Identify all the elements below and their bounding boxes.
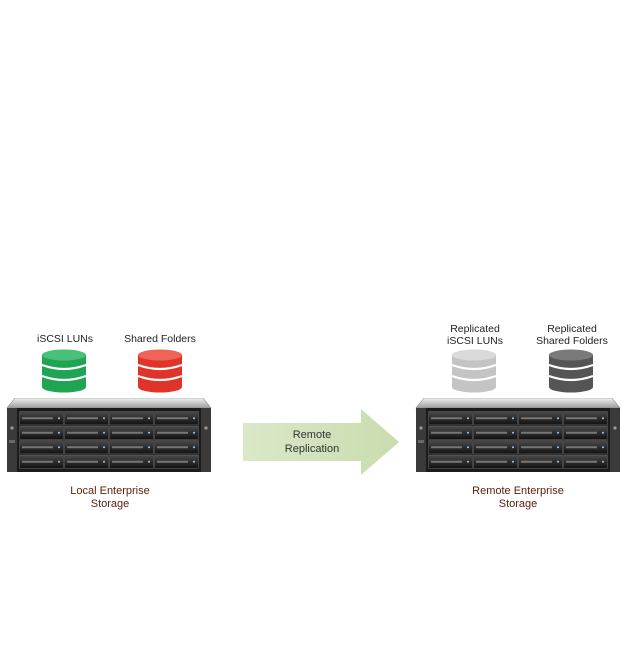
local-db2-label: Shared Folders	[124, 333, 196, 345]
database-icon-green	[41, 349, 87, 393]
server-icon	[6, 398, 212, 472]
remote-db2-label-line2: Shared Folders	[536, 335, 608, 347]
remote-db1-label-line2: iSCSI LUNs	[446, 335, 503, 347]
replication-label-line1: Remote	[292, 429, 332, 441]
remote-db2-label-line1: Replicated	[547, 323, 597, 335]
local-storage-label-line1: Local Enterprise	[70, 485, 150, 497]
server-icon	[415, 398, 621, 472]
remote-storage-label-line1: Remote Enterprise	[472, 485, 564, 497]
database-icon-light-gray	[451, 349, 497, 393]
local-db1-label: iSCSI LUNs	[36, 333, 93, 345]
local-storage-label-line2: Storage	[90, 498, 130, 510]
database-icon	[451, 349, 497, 393]
remote-db1-label-line1: Replicated	[450, 323, 500, 335]
database-icon	[548, 349, 594, 393]
database-icon	[41, 349, 87, 393]
arrow-right-icon	[243, 409, 399, 475]
replication-label-line2: Replication	[284, 443, 340, 455]
database-icon-dark-gray	[548, 349, 594, 393]
database-icon	[137, 349, 183, 393]
remote-storage-label-line2: Storage	[498, 498, 538, 510]
database-icon-red	[137, 349, 183, 393]
